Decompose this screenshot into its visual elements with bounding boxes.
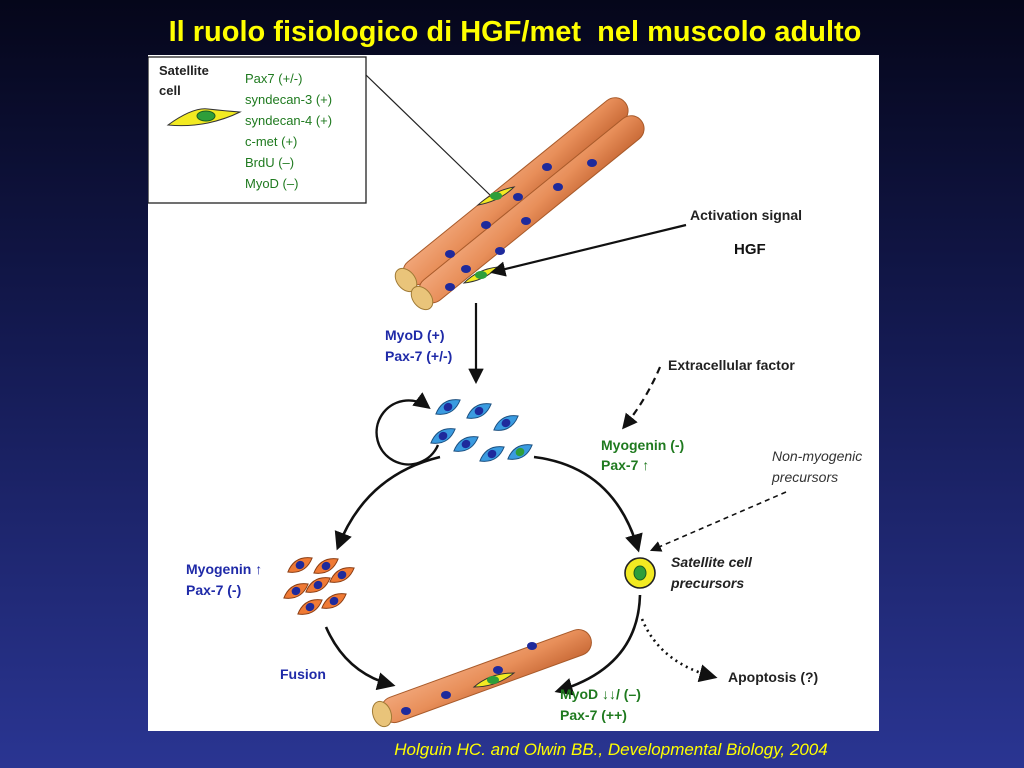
satellite-precursors-label-2: precursors xyxy=(670,575,744,591)
slide-title: Il ruolo fisiologico di HGF/met nel musc… xyxy=(168,16,862,48)
pax7-negative-label: Pax-7 (-) xyxy=(186,582,241,598)
non-myogenic-label: Non-myogenic xyxy=(772,448,862,464)
fusion-arrow xyxy=(324,626,396,691)
activation-signal-label: Activation signal xyxy=(690,207,802,223)
citation: Holguin HC. and Olwin BB., Developmental… xyxy=(394,740,828,759)
hgf-label: HGF xyxy=(734,241,766,258)
fusion-label: Fusion xyxy=(280,666,326,682)
non-myogenic-label-2: precursors xyxy=(771,469,838,485)
myod-positive-label: MyoD (+) xyxy=(385,327,445,343)
legend-marker-syndecan4: syndecan-4 (+) xyxy=(245,113,332,128)
satellite-precursors-label: Satellite cell xyxy=(671,554,753,570)
myogenin-up-label: Myogenin ↑ xyxy=(186,561,262,577)
pax7-positive-label: Pax-7 (+/-) xyxy=(385,348,452,364)
legend-marker-myod: MyoD (–) xyxy=(245,176,298,191)
legend-satellite-cell-icon xyxy=(166,108,242,127)
legend-pointer-line xyxy=(365,74,491,196)
satellite-cell-precursor xyxy=(624,557,656,589)
satellite-cell-legend: Satellite cell Pax7 (+/-) syndecan-3 (+)… xyxy=(148,56,367,204)
legend-marker-cmet: c-met (+) xyxy=(245,134,297,149)
muscle-fibers-top xyxy=(394,97,645,311)
myod-down-label: MyoD ↓↓/ (–) xyxy=(560,686,641,702)
legend-title: Satellite xyxy=(159,63,209,78)
apoptosis-arrow xyxy=(640,618,718,683)
myogenesis-diagram: Satellite cell Pax7 (+/-) syndecan-3 (+)… xyxy=(148,56,862,728)
return-arrow xyxy=(554,594,642,696)
branch-arrow-right xyxy=(533,455,643,553)
apoptosis-label: Apoptosis (?) xyxy=(728,669,818,685)
legend-marker-syndecan3: syndecan-3 (+) xyxy=(245,92,332,107)
differentiating-cells xyxy=(283,557,355,615)
proliferating-cells xyxy=(430,399,533,462)
legend-marker-brdu: BrdU (–) xyxy=(245,155,294,170)
fiber-nuclei xyxy=(445,159,597,291)
legend-title-2: cell xyxy=(159,83,181,98)
muscle-fiber-bottom xyxy=(371,629,592,728)
pax7-up-up-label: Pax-7 (++) xyxy=(560,707,627,723)
satellite-cell-on-fiber xyxy=(462,186,516,284)
extracellular-factor-arrow xyxy=(622,366,662,430)
legend-marker-pax7: Pax7 (+/-) xyxy=(245,71,302,86)
self-renewal-loop-arrow xyxy=(375,392,440,466)
activation-arrow xyxy=(490,223,687,277)
extracellular-factor-label: Extracellular factor xyxy=(668,357,795,373)
non-myogenic-arrow xyxy=(649,491,787,552)
myogenin-negative-label: Myogenin (-) xyxy=(601,437,684,453)
pax7-up-label: Pax-7 ↑ xyxy=(601,457,649,473)
branch-arrow-left xyxy=(334,455,441,551)
diagram-panel: Satellite cell Pax7 (+/-) syndecan-3 (+)… xyxy=(148,55,879,731)
